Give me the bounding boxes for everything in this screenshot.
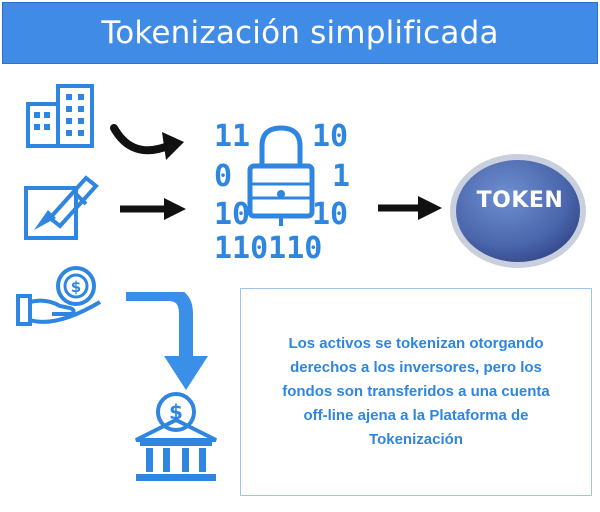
coin-hand-icon: $ [16,266,102,326]
token-label: TOKEN [476,188,564,213]
bent-arrow-icon [126,292,208,390]
straight-arrow-icon [120,198,186,220]
page-title: Tokenización simplificada [101,15,499,51]
svg-text:$: $ [169,400,183,424]
binary-row: 10 [214,197,250,232]
token-icon [450,154,586,268]
description-line: Los activos se tokenizan otorgando [288,335,544,352]
binary-lock-icon: 11 10 0 1 10 10 110110 [214,119,350,266]
building-icon [26,84,94,148]
description-box: Los activos se tokenizan otorgando derec… [240,288,592,496]
lock-icon [247,121,315,226]
bank-icon: $ [135,392,217,481]
arrow-to-token-icon [378,196,442,220]
description-line: derechos a los inversores, pero los [290,359,542,376]
description-line: off-line ajena a la Plataforma de [303,407,529,424]
binary-row: 110110 [214,231,322,266]
description-line: fondos son transferidos a una cuenta [282,383,550,400]
svg-text:$: $ [71,278,81,296]
binary-row: 1 [332,159,350,194]
binary-row: 10 [312,197,348,232]
curved-arrow-icon [110,124,184,160]
description-text: Los activos se tokenizan otorgando derec… [268,332,564,452]
binary-row: 0 [214,159,232,194]
signature-icon [24,175,99,240]
binary-row: 10 [312,119,348,154]
description-line: Tokenización [369,431,463,448]
title-banner: Tokenización simplificada [2,2,598,64]
binary-row: 11 [214,119,250,154]
